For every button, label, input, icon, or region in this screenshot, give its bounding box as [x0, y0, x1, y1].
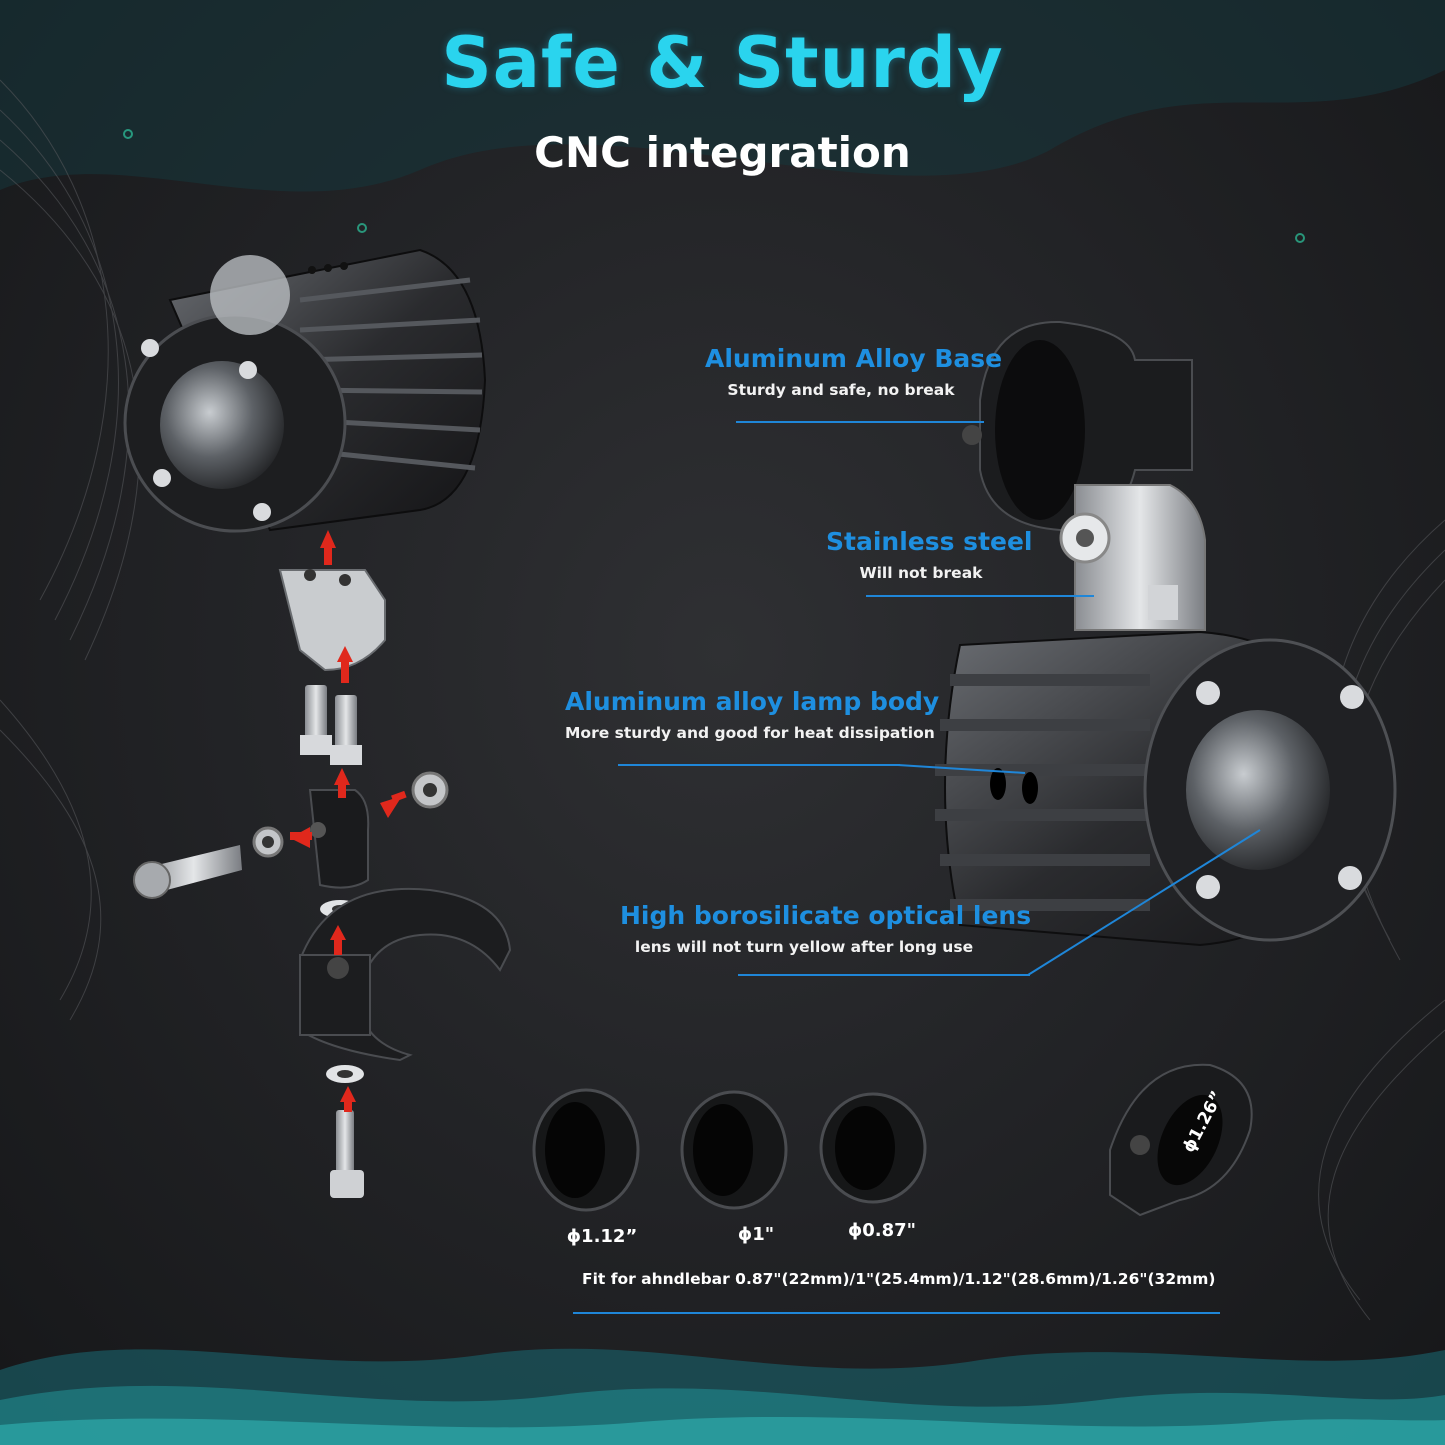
lamp-right-illustration — [935, 320, 1397, 947]
leader-line-fit — [573, 1312, 1220, 1314]
callout-optical-lens: High borosilicate optical lens lens will… — [620, 901, 1032, 956]
callout-title: Aluminum alloy lamp body — [565, 687, 940, 716]
lamp-top-left-illustration — [123, 248, 487, 533]
leader-line-base — [736, 421, 984, 423]
callout-description: More sturdy and good for heat dissipatio… — [565, 724, 935, 742]
leader-line-lens — [738, 974, 1030, 976]
spacer-size-label: ϕ1" — [737, 1224, 775, 1245]
spacer-size-label: ϕ1.12” — [566, 1226, 638, 1247]
leader-line-body — [618, 764, 900, 766]
fit-compatibility-text: Fit for ahndlebar 0.87"(22mm)/1"(25.4mm)… — [582, 1270, 1216, 1288]
headline: Safe & Sturdy — [441, 22, 1004, 104]
callout-description: Will not break — [859, 564, 983, 582]
spacer-size-label: ϕ0.87" — [847, 1220, 917, 1241]
callout-aluminum-base: Aluminum Alloy Base Sturdy and safe, no … — [705, 344, 1003, 399]
subheadline: CNC integration — [534, 128, 911, 177]
callout-lamp-body: Aluminum alloy lamp body More sturdy and… — [565, 687, 940, 742]
callout-title: High borosilicate optical lens — [620, 901, 1032, 930]
callout-description: lens will not turn yellow after long use — [634, 938, 974, 956]
bottom-wave-decoration — [0, 1348, 1445, 1445]
assembly-arrows — [290, 530, 407, 1112]
leader-line-steel — [866, 595, 1094, 597]
callout-title: Aluminum Alloy Base — [705, 344, 1003, 373]
callout-description: Sturdy and safe, no break — [727, 381, 955, 399]
spacer-rings-illustration — [532, 1063, 1253, 1217]
callout-title: Stainless steel — [826, 527, 1033, 556]
callout-stainless-steel: Stainless steel Will not break — [826, 527, 1033, 582]
exploded-mount-illustration — [133, 569, 512, 1198]
